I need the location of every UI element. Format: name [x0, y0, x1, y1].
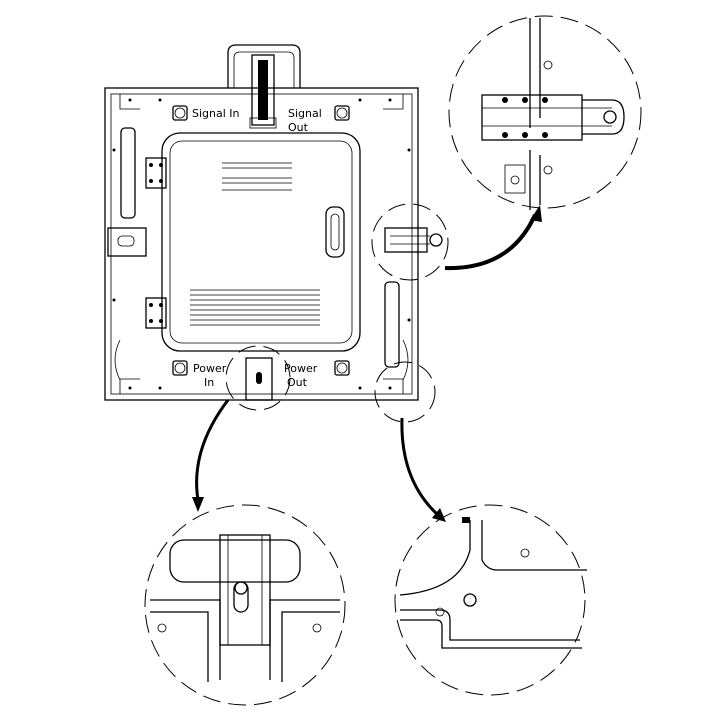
bottom-latch	[245, 357, 273, 401]
hinges	[145, 157, 167, 329]
detail-marker-bottom	[225, 345, 291, 411]
label-power-in-line2: In	[204, 376, 214, 389]
label-signal-out-line2: Out	[288, 121, 309, 134]
label-power-out-line2: Out	[287, 376, 308, 389]
detail-marker-latch	[371, 203, 449, 281]
door-latch	[325, 206, 345, 258]
top-carry-handle	[227, 44, 301, 129]
bottom-vents	[190, 289, 320, 326]
right-lock-latch	[384, 227, 443, 253]
label-power-in-line1: Power	[193, 362, 227, 375]
left-lock-bracket	[107, 227, 147, 257]
maintenance-door	[161, 132, 361, 352]
connectors	[172, 105, 350, 376]
label-power-out-line1: Power	[284, 362, 318, 375]
label-signal-out-line1: Signal	[288, 107, 322, 120]
cabinet-back-panel	[104, 87, 419, 401]
detail-marker-corner	[374, 361, 436, 423]
arrows	[192, 205, 542, 522]
edge-screws	[112, 98, 411, 390]
detail-view-bottom-latch	[144, 504, 346, 706]
detail-view-latch	[448, 15, 642, 210]
label-signal-in: Signal In	[192, 107, 240, 120]
detail-view-corner	[394, 504, 587, 696]
top-vents	[222, 162, 292, 191]
side-handles	[120, 127, 400, 368]
